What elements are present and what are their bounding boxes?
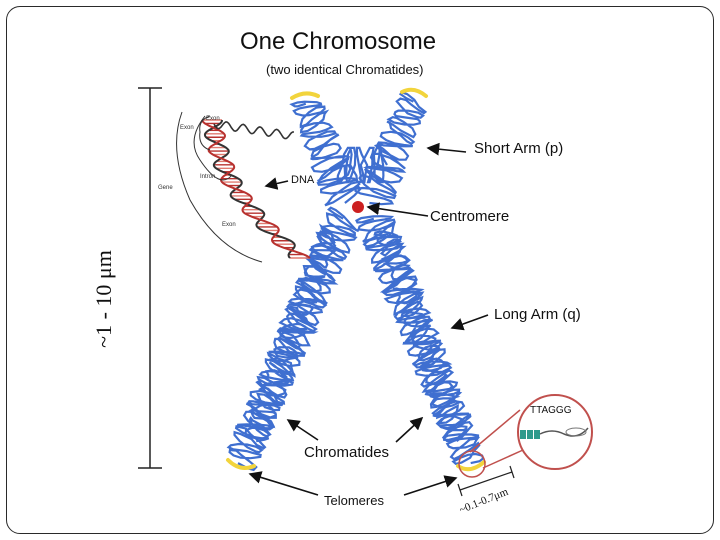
exon-label-2: Exon	[206, 116, 220, 122]
chromatid-coils	[226, 90, 485, 472]
chromatin-coil	[354, 90, 428, 206]
dna-double-helix	[201, 119, 311, 259]
chromatin-coil	[226, 206, 360, 472]
exon-label-1: Exon	[180, 125, 194, 131]
diagram-title: One Chromosome	[240, 28, 437, 55]
intron-label: Intron	[200, 174, 216, 180]
ttaggg-label: TTAGGG	[530, 405, 572, 416]
chromatin-coil	[244, 223, 337, 443]
pointer-arrows	[248, 142, 489, 496]
chromatin-coil	[373, 230, 469, 443]
telomere-length-bar	[457, 465, 515, 497]
dna-label: DNA	[291, 174, 315, 186]
centromere-dot	[352, 201, 364, 213]
centromere-label: Centromere	[430, 208, 510, 225]
short-arm-label: Short Arm (p)	[474, 140, 564, 157]
chromatides-label: Chromatides	[304, 444, 390, 461]
chromosome-length-label: ~1 - 10 μm	[91, 250, 116, 348]
diagram-subtitle: (two identical Chromatides)	[266, 62, 424, 77]
dna-strand	[201, 119, 311, 259]
gene-braces	[176, 111, 263, 263]
telomere-zoom	[458, 394, 593, 478]
length-scale-bar	[138, 87, 162, 469]
gene-label: Gene	[158, 185, 173, 191]
exon-label-3: Exon	[222, 222, 236, 228]
telomeres-label: Telomeres	[324, 493, 384, 508]
slide-frame	[6, 6, 714, 534]
long-arm-label: Long Arm (q)	[494, 306, 581, 323]
chromatin-coil	[336, 146, 388, 184]
dna-coil-tail	[213, 121, 294, 140]
chromatin-coil	[289, 100, 362, 207]
